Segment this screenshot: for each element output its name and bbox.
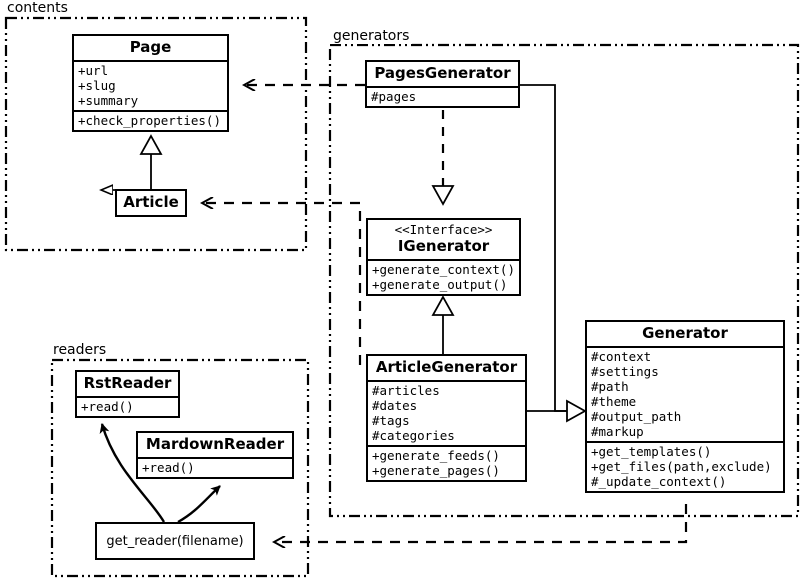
class-attributes-page: +url +slug +summary — [74, 59, 227, 110]
relationship-articlegenerator-uses-article — [203, 203, 362, 365]
class-attribute: #markup — [591, 423, 644, 439]
class-method: +generate_context() — [372, 262, 515, 278]
class-title-generator: Generator — [642, 324, 728, 342]
package-label-contents: contents — [4, 0, 71, 16]
generalization-article-page-graphic — [139, 134, 163, 190]
relationship-get-reader-returns-mardownreader — [177, 485, 221, 524]
class-method: +read() — [142, 459, 195, 475]
class-title-igenerator: IGenerator — [397, 237, 490, 256]
class-methods-articlegenerator: +generate_feeds() +generate_pages() — [368, 444, 525, 480]
class-box-pagesgenerator[interactable]: PagesGenerator #pages — [365, 60, 520, 108]
class-box-page[interactable]: Page +url +slug +summary +check_properti… — [72, 34, 229, 132]
class-method: +generate_output() — [372, 277, 508, 293]
class-title-page: Page — [129, 38, 172, 56]
class-box-articlegenerator[interactable]: ArticleGenerator #articles #dates #tags … — [366, 354, 527, 482]
class-attribute: #path — [591, 378, 629, 394]
package-border-generators — [328, 43, 800, 518]
class-method: +read() — [81, 398, 134, 414]
class-method: +get_templates() — [591, 443, 712, 459]
class-methods-page: +check_properties() — [74, 109, 227, 130]
class-box-igenerator[interactable]: <<Interface>> IGenerator +generate_conte… — [366, 218, 521, 297]
class-attribute: +url — [78, 62, 109, 78]
package-border-contents — [4, 16, 308, 252]
class-method: +get_files(path,exclude) — [591, 458, 772, 474]
class-attribute: #settings — [591, 363, 659, 379]
class-title-rstreader: RstReader — [83, 374, 172, 392]
class-attribute: #categories — [372, 427, 455, 443]
function-label-get-reader: get_reader(filename) — [106, 533, 244, 549]
class-methods-igenerator: +generate_context() +generate_output() — [368, 259, 519, 294]
class-method: +check_properties() — [78, 112, 221, 128]
package-label-generators: generators — [330, 28, 413, 44]
class-title-pagesgenerator: PagesGenerator — [374, 64, 511, 82]
class-attribute: +summary — [78, 92, 139, 108]
relationship-pagesgenerator-realizes-igenerator — [431, 110, 455, 206]
class-method: +generate_pages() — [372, 462, 500, 478]
class-methods-generator: +get_templates() +get_files(path,exclude… — [587, 440, 783, 491]
class-box-generator[interactable]: Generator #context #settings #path #them… — [585, 320, 785, 493]
relationship-articlegenerator-inherits-generator — [527, 399, 587, 423]
package-label-readers: readers — [50, 342, 110, 358]
class-attribute: #context — [591, 348, 652, 364]
class-attribute: #articles — [372, 382, 440, 398]
class-title-mardownreader: MardownReader — [145, 435, 285, 453]
class-stereotype-igenerator: <<Interface>> — [394, 222, 493, 237]
class-attributes-generator: #context #settings #path #theme #output_… — [587, 345, 783, 441]
class-method: #_update_context() — [591, 473, 727, 489]
function-box-get-reader[interactable]: get_reader(filename) — [95, 522, 255, 560]
relationship-pagesgenerator-inherits-generator — [520, 84, 567, 412]
class-attribute: #tags — [372, 412, 410, 428]
class-attribute: #theme — [591, 393, 637, 409]
class-title-article: Article — [123, 193, 179, 211]
class-attribute: #output_path — [591, 408, 682, 424]
relationship-generator-uses-get-reader — [275, 504, 688, 542]
class-attribute: #pages — [371, 88, 417, 104]
relationship-articlegenerator-inherits-igenerator — [431, 295, 455, 355]
class-box-rstreader[interactable]: RstReader +read() — [75, 370, 180, 418]
class-attributes-pagesgenerator: #pages — [367, 85, 518, 106]
class-title-articlegenerator: ArticleGenerator — [375, 358, 518, 376]
class-attribute: #dates — [372, 397, 418, 413]
class-methods-mardownreader: +read() — [138, 456, 292, 477]
class-methods-rstreader: +read() — [77, 395, 178, 416]
class-attributes-articlegenerator: #articles #dates #tags #categories — [368, 379, 525, 445]
relationship-get-reader-returns-rstreader — [99, 423, 166, 523]
package-border-readers — [50, 358, 310, 578]
class-attribute: +slug — [78, 77, 116, 93]
class-box-article[interactable]: Article — [115, 189, 187, 217]
class-method: +generate_feeds() — [372, 447, 500, 463]
class-box-mardownreader[interactable]: MardownReader +read() — [136, 431, 294, 479]
